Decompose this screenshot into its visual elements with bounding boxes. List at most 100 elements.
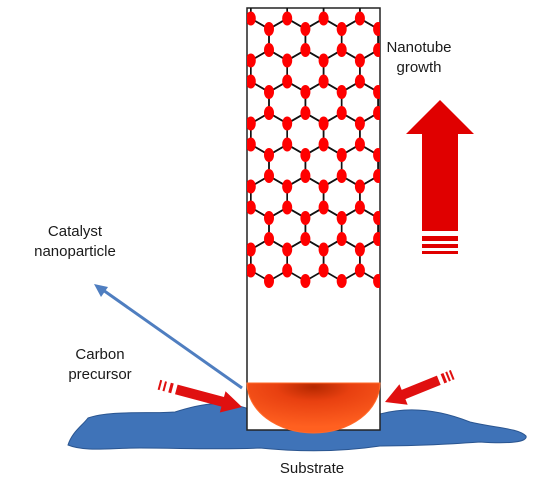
- carbon-bond: [469, 239, 487, 250]
- carbon-atom: [228, 43, 238, 57]
- carbon-atom: [264, 211, 274, 225]
- carbon-atom: [355, 0, 365, 5]
- carbon-atom: [410, 169, 420, 183]
- carbon-atom: [464, 201, 474, 215]
- carbon-atom: [282, 0, 292, 5]
- carbon-atom: [247, 137, 256, 152]
- carbon-bond: [196, 113, 214, 124]
- carbon-bond: [196, 239, 214, 250]
- carbon-atom: [391, 201, 401, 215]
- carbon-bond: [214, 208, 232, 219]
- carbon-bond: [396, 113, 414, 124]
- carbon-atom: [482, 211, 492, 225]
- carbon-atom: [264, 274, 274, 288]
- carbon-bond: [505, 176, 523, 187]
- carbon-bond: [487, 176, 505, 187]
- carbon-bond: [487, 176, 505, 187]
- carbon-bond: [469, 50, 487, 61]
- carbon-atom: [300, 232, 311, 246]
- carbon-atom: [228, 22, 238, 36]
- carbon-atom: [228, 211, 238, 225]
- carbon-atom: [264, 106, 274, 120]
- carbon-bond: [469, 19, 487, 30]
- carbon-atom: [500, 12, 510, 26]
- carbon-atom: [336, 274, 347, 288]
- carbon-bond: [487, 239, 505, 250]
- carbon-atom: [519, 43, 529, 57]
- carbon-bond: [487, 82, 505, 93]
- carbon-atom: [246, 0, 256, 5]
- carbon-atom: [354, 263, 365, 278]
- carbon-atom: [247, 179, 256, 194]
- carbon-bond: [433, 271, 451, 282]
- carbon-atom: [354, 179, 365, 194]
- carbon-bond: [196, 145, 214, 156]
- carbon-atom: [519, 85, 529, 99]
- carbon-atom: [373, 148, 380, 162]
- nanotube-growth-label-line1: Nanotube: [386, 39, 452, 56]
- carbon-atom: [355, 0, 365, 5]
- carbon-atom: [318, 116, 329, 131]
- carbon-atom: [464, 243, 474, 257]
- carbon-atom: [336, 43, 347, 57]
- carbon-atom: [373, 85, 380, 99]
- carbon-bond: [505, 82, 523, 93]
- carbon-atom: [354, 200, 365, 215]
- carbon-atom: [173, 54, 183, 68]
- carbon-bond: [214, 176, 232, 187]
- carbon-atom: [500, 54, 510, 68]
- carbon-bond: [396, 239, 414, 250]
- carbon-bond: [196, 19, 214, 30]
- carbon-atom: [209, 0, 219, 5]
- carbon-atom: [373, 22, 380, 36]
- carbon-bond: [178, 176, 196, 187]
- carbon-atom: [336, 106, 347, 120]
- carbon-bond: [469, 176, 487, 187]
- carbon-atom: [318, 179, 329, 194]
- carbon-atom: [173, 138, 183, 152]
- carbon-bond: [396, 82, 414, 93]
- carbon-bond: [396, 19, 414, 30]
- carbon-bond: [214, 50, 232, 61]
- carbon-atom: [336, 232, 347, 246]
- carbon-bond: [469, 50, 487, 61]
- carbon-bond: [196, 50, 214, 61]
- carbon-bond: [433, 82, 451, 93]
- carbon-atom: [354, 116, 365, 131]
- carbon-bond: [505, 19, 523, 30]
- carbon-atom: [300, 274, 311, 288]
- carbon-bond: [178, 208, 196, 219]
- growth-arrow-icon: [406, 100, 474, 254]
- carbon-atom: [519, 22, 529, 36]
- carbon-atom: [300, 211, 311, 225]
- carbon-atom: [319, 0, 329, 5]
- carbon-bond: [178, 82, 196, 93]
- carbon-atom: [318, 242, 329, 257]
- carbon-atom: [300, 22, 311, 36]
- carbon-atom: [373, 169, 380, 183]
- carbon-atom: [464, 264, 474, 278]
- carbon-atom: [191, 43, 201, 57]
- carbon-bond: [469, 208, 487, 219]
- carbon-atom: [482, 148, 492, 162]
- carbon-bond: [487, 145, 505, 156]
- carbon-atom: [500, 264, 510, 278]
- carbon-atom: [173, 264, 183, 278]
- carbon-atom: [228, 232, 238, 246]
- carbon-atom: [209, 180, 219, 194]
- carbon-bond: [178, 113, 196, 124]
- carbon-bond: [214, 82, 232, 93]
- carbon-atom: [191, 232, 201, 246]
- carbon-bond: [377, 215, 380, 219]
- carbon-bond: [396, 239, 414, 250]
- carbon-atom: [482, 169, 492, 183]
- carbon-atom: [247, 242, 256, 257]
- carbon-atom: [373, 106, 380, 120]
- carbon-bond: [377, 26, 380, 30]
- carbon-atom: [191, 211, 201, 225]
- carbon-atom: [247, 53, 256, 68]
- carbon-atom: [282, 11, 293, 26]
- carbon-atom: [191, 22, 201, 36]
- carbon-atom: [336, 211, 347, 225]
- carbon-atom: [500, 243, 510, 257]
